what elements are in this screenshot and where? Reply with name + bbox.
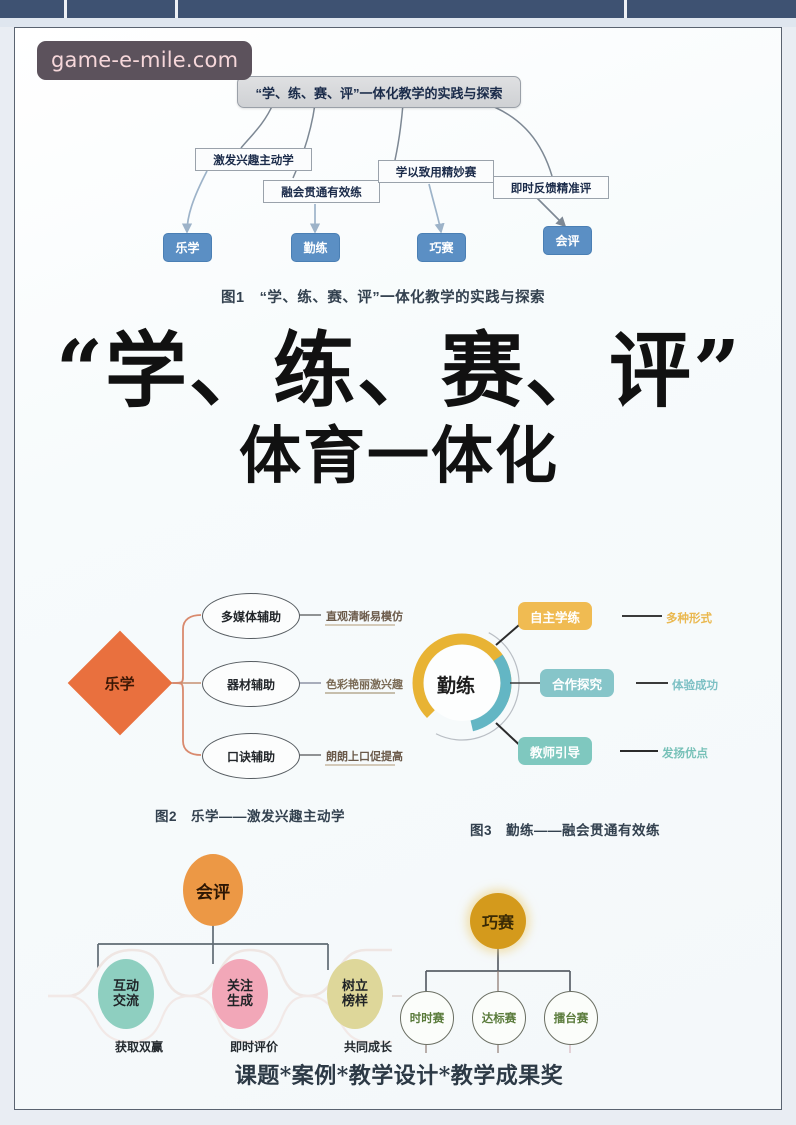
figure-2-node-1: 多媒体辅助 [202,593,300,639]
figure-3-node-3: 教师引导 [518,737,593,765]
figure-4-node-2-label: 关注生成 [226,978,253,1008]
figure-2-connectors [155,614,395,766]
figure-3-label-3: 发扬优点 [662,748,708,760]
figure-2-node-2: 器材辅助 [202,661,300,707]
figure-4-node-1-label: 互动交流 [112,978,139,1008]
figure-4-node-1: 互动交流 [98,959,154,1029]
figure-1-caption: 图1 “学、练、赛、评”一体化教学的实践与探索 [221,290,546,306]
figure-5-node-3: 擂台赛 [544,991,598,1045]
figure-4-caption-1: 获取双赢 [115,1040,164,1054]
figure-4-caption-3: 共同成长 [344,1040,393,1054]
figure-1-leaf-lexue: 乐学 [163,233,212,262]
figure-4-huiping: 会评 互动交流 关注生成 树立榜样 获取双赢 即时评价 共同成长 [40,846,420,1066]
figure-3-caption: 图3 勤练——融会贯通有效练 [470,823,661,838]
figure-4-node-3-label: 树立榜样 [341,978,368,1008]
figure-5-node-2: 达标赛 [472,991,526,1045]
topbar-divider-1 [64,0,67,18]
figure-4-node-2: 关注生成 [212,959,268,1029]
figure-5-qiaosai: 巧赛 时时赛 达标赛 擂台赛 [400,873,780,1053]
figure-1-middle-node-4: 即时反馈精准评 [493,176,609,199]
figure-1-leaf-qiaosai: 巧赛 [417,233,466,262]
figure-2-center-label: 乐学 [104,675,136,693]
figure-3-qinlian: 勤练 自主学练 合作探究 教师引导 多种形式 体验成功 发扬优点 图3 勤练——… [400,583,770,843]
figure-4-node-3: 树立榜样 [327,959,383,1029]
figure-1-middle-node-3: 学以致用精妙赛 [378,160,494,183]
figure-2-label-3: 朗朗上口促提高 [326,751,403,763]
figure-5-connectors [425,949,571,1053]
figure-1-leaf-huiping: 会评 [543,226,592,255]
figure-2-label-2: 色彩艳丽激兴趣 [326,679,403,691]
topbar-divider-3 [624,0,627,18]
figure-2-lexue: 乐学 多媒体辅助 器材辅助 口诀辅助 直观清晰易模仿 色彩艳丽激兴趣 朗朗上口促… [45,583,405,833]
hero-title-line-2: 体育一体化 [238,419,559,493]
figure-1-flowchart: “学、练、赛、评”一体化教学的实践与探索 激发兴趣主动学 融会贯通有效练 学以致… [15,28,781,308]
topbar-divider-2 [175,0,178,18]
hero-title-line-1: “学、练、赛、评” [55,323,743,419]
figure-2-node-3: 口诀辅助 [202,733,300,779]
watermark-badge: game-e-mile.com [37,41,253,80]
figure-4-top-node: 会评 [183,854,243,926]
poster-page: game-e-mile.com “学、练、赛、评”一体化教学的实践与探索 [14,27,782,1110]
footer-caption: 课题*案例*教学设计*教学成果奖 [234,1063,564,1089]
figure-1-leaf-qinlian: 勤练 [291,233,340,262]
top-system-bar [0,0,796,18]
figure-3-node-1: 自主学练 [518,602,593,630]
figure-2-caption: 图2 乐学——激发兴趣主动学 [155,809,346,824]
figure-2-label-1: 直观清晰易模仿 [326,611,403,623]
figure-3-center-label: 勤练 [437,676,476,697]
figure-3-label-2: 体验成功 [672,680,718,692]
figure-4-caption-2: 即时评价 [230,1040,279,1054]
figure-5-top-node: 巧赛 [470,893,526,949]
figure-1-root-node: “学、练、赛、评”一体化教学的实践与探索 [237,76,521,108]
figure-5-node-1: 时时赛 [400,991,454,1045]
figure-1-middle-node-2: 融会贯通有效练 [263,180,380,203]
figure-3-node-2: 合作探究 [540,669,615,697]
figure-3-label-1: 多种形式 [666,613,712,625]
figure-1-middle-node-1: 激发兴趣主动学 [195,148,312,171]
figure-3-connectors [404,615,668,752]
hero-title-block: “学、练、赛、评” 体育一体化 [15,323,781,493]
top-underbar [0,18,796,27]
